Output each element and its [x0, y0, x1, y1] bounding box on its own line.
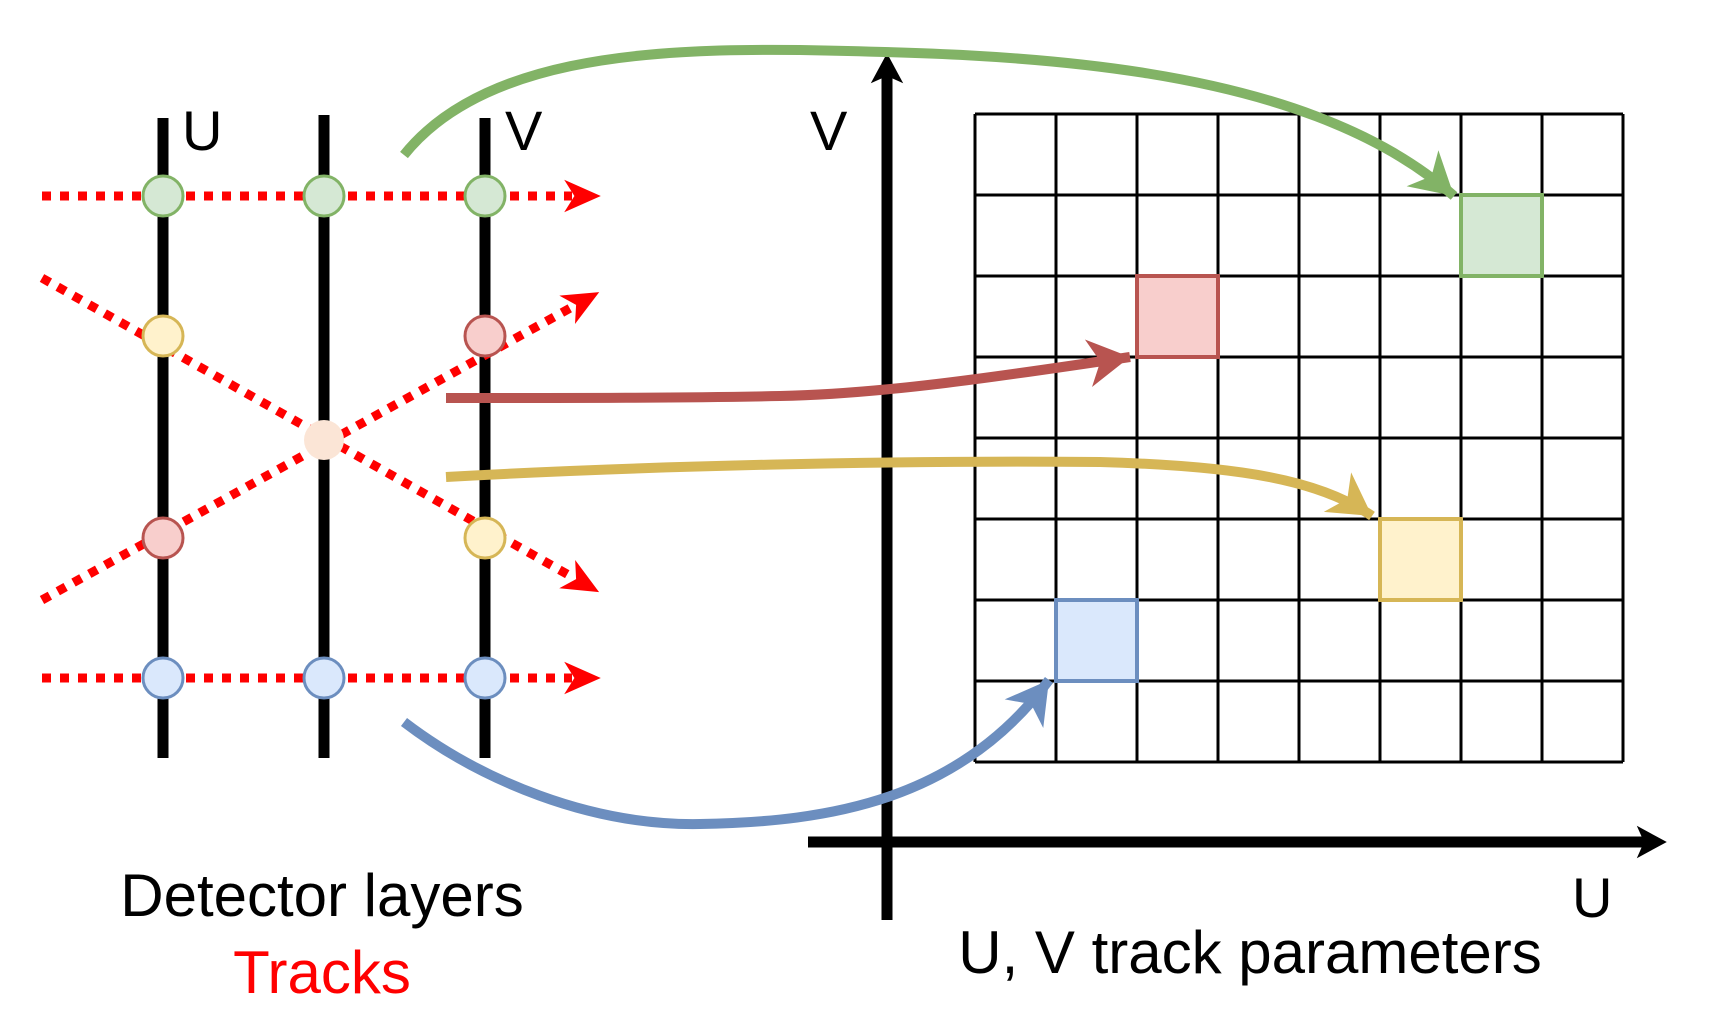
hit-yellow-v: [463, 516, 507, 560]
red-mapping-arrow: [445, 339, 1131, 403]
hits: [141, 174, 507, 700]
mapping-arrows: [400, 44, 1458, 830]
axis-u-label: U: [1572, 866, 1612, 929]
blue-cell: [1054, 598, 1139, 683]
hit-blue-mid: [302, 656, 346, 700]
layer-u-label: U: [182, 99, 222, 162]
hit-blue-v: [463, 656, 507, 700]
axis-v-label: V: [810, 99, 848, 162]
hit-red-u: [141, 516, 185, 560]
hit-green-u: [141, 174, 185, 218]
hit-yellow-u: [141, 314, 185, 358]
tracks-label: Tracks: [233, 939, 411, 1006]
green-mapping-arrow: [400, 44, 1458, 200]
green-cell: [1459, 193, 1544, 278]
axes: [808, 53, 1667, 920]
yellow-mapping-arrow: [445, 456, 1375, 521]
hit-crossing: [304, 420, 344, 460]
layer-v-label: V: [505, 99, 543, 162]
hit-blue-u: [141, 656, 185, 700]
labels: U V V U Detector layers Tracks U, V trac…: [120, 99, 1612, 1006]
hit-green-v: [463, 174, 507, 218]
parameters-label: U, V track parameters: [958, 919, 1542, 986]
red-cell: [1135, 274, 1220, 359]
detector-layers-label: Detector layers: [120, 862, 523, 929]
hit-red-v: [463, 314, 507, 358]
hit-green-mid: [302, 174, 346, 218]
highlighted-cells: [1054, 193, 1544, 683]
yellow-cell: [1378, 517, 1463, 602]
blue-mapping-arrow: [400, 677, 1054, 830]
